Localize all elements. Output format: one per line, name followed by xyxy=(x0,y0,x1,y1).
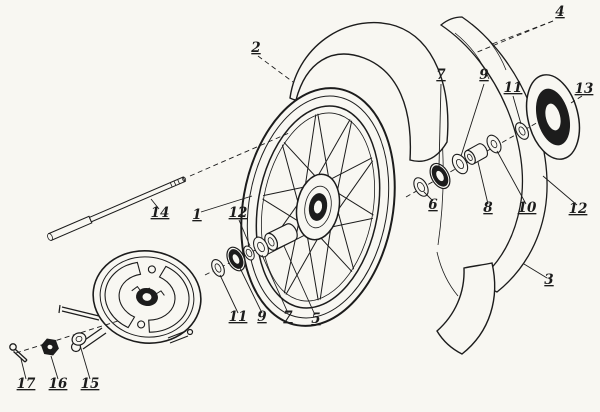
tire-casing xyxy=(429,16,548,297)
washer-left-part xyxy=(253,236,269,258)
cotter-pin-part xyxy=(9,343,28,363)
brake-spring xyxy=(131,285,165,296)
callout-9-right: 9 xyxy=(479,67,489,83)
hub-cover-disc xyxy=(525,74,581,160)
tire-tread-lower xyxy=(436,262,496,355)
callout-7-left: 7 xyxy=(283,309,293,325)
callout-2: 2 xyxy=(250,40,260,56)
tire-tread-upper xyxy=(289,21,449,162)
callout-15: 15 xyxy=(81,376,100,392)
callout-1: 1 xyxy=(192,207,201,223)
callout-12-left: 12 xyxy=(229,205,248,221)
brake-shoe-left xyxy=(104,261,142,329)
callout-9-left: 9 xyxy=(257,309,267,325)
callout-labels: 1 2 3 4 5 6 7 7 8 9 9 10 11 11 12 12 13 … xyxy=(17,4,594,392)
callout-10: 10 xyxy=(518,200,537,216)
leader-lines xyxy=(20,20,583,380)
washer-inner-right-part xyxy=(413,177,429,197)
axle-nut-part xyxy=(41,338,59,356)
retainer-right-part xyxy=(514,122,530,140)
brake-pivot xyxy=(137,320,146,329)
callout-4: 4 xyxy=(555,4,564,20)
callout-16: 16 xyxy=(49,376,68,392)
callout-11-left: 11 xyxy=(229,309,248,325)
bearing-right-part xyxy=(429,162,451,190)
spring-washer-part xyxy=(71,332,87,346)
callout-17: 17 xyxy=(17,376,36,392)
wheel-with-spokes xyxy=(240,87,396,327)
callout-14: 14 xyxy=(151,205,170,221)
axle-axis xyxy=(189,132,290,177)
brake-shoe-right xyxy=(148,265,190,333)
washer-right-part xyxy=(451,153,469,175)
washer-outer-right-part xyxy=(486,134,502,154)
callout-8: 8 xyxy=(483,200,493,216)
callout-6: 6 xyxy=(428,197,438,213)
callout-7-right: 7 xyxy=(436,67,446,83)
callout-13: 13 xyxy=(575,81,594,97)
callout-12-right: 12 xyxy=(569,201,588,217)
callout-11-right: 11 xyxy=(504,80,523,96)
retainer-left-part xyxy=(211,259,225,277)
axle-shaft xyxy=(47,132,290,241)
wheel-hub xyxy=(295,173,341,241)
callout-5: 5 xyxy=(311,311,320,327)
brake-cam xyxy=(147,265,156,274)
callout-3: 3 xyxy=(544,272,553,288)
spacer-right-part xyxy=(463,143,489,165)
bearing-left-part xyxy=(226,246,246,272)
fastener-axis xyxy=(15,320,119,354)
seal-left-part xyxy=(243,245,255,261)
